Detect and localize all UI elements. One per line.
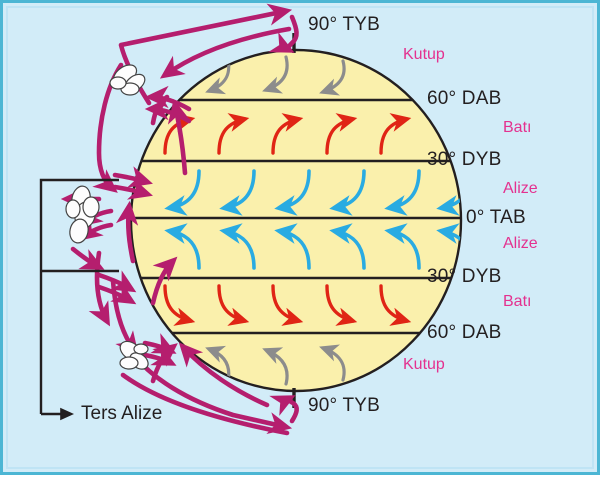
clouds [65,64,149,370]
cell-arrow-itcz-lower [70,246,105,270]
wind-arrow [384,223,421,270]
band-north-trades [164,169,461,216]
wind-arrow [379,284,412,326]
cell-arrow-ferrel-north-top-b [144,97,192,124]
cell-arrow-hadley-north-surf-b [112,178,153,200]
cell-arrow-polar-north-down [268,14,299,53]
cell-arrow-ferrel-north-up [167,98,190,176]
wind-arrow [329,223,366,270]
cloud-icon-south [119,340,149,370]
wind-arrow [219,169,256,216]
wind-arrow [262,347,289,386]
wind-arrow [164,169,201,216]
wind-label-alize-south: Alize [503,235,538,252]
circulation-cells [60,3,299,436]
wind-label-kutup-south: Kutup [403,356,445,373]
lat-label-equator: 0° TAB [466,207,526,228]
ters-alize-label: Ters Alize [81,403,163,424]
cell-arrow-polar-south-up [178,342,270,408]
bracket-upper [39,178,119,414]
wind-arrow [217,113,250,155]
wind-arrow [329,169,366,216]
wind-arrow [319,59,346,96]
wind-arrow [217,284,250,326]
wind-label-bati-south: Batı [503,293,532,310]
lat-label-30n: 30° DYB [427,149,502,170]
globe [129,33,463,408]
wind-arrow [319,344,346,382]
wind-arrow [325,113,358,155]
wind-arrow [325,284,358,326]
cell-arrow-polar-south-tail [120,372,290,436]
cell-arrow-ferrel-north-top-a [144,85,192,112]
wind-arrow [274,169,311,216]
wind-arrow [219,223,256,270]
latitude-lines [131,98,461,335]
cloud-icon-north [109,64,146,96]
wind-arrow [436,169,461,216]
lat-label-90n: 90° TYB [308,14,381,35]
wind-arrow [271,284,304,326]
wind-arrow [379,113,412,155]
wind-arrow [274,223,311,270]
cell-arrow-ferrel-south-up [150,256,178,306]
wind-arrow [436,223,461,270]
cell-arrow-ferrel-south-desc [110,278,139,356]
wind-arrow [164,223,201,270]
lat-label-90s: 90° TYB [308,395,381,416]
wind-arrow [163,284,196,326]
band-south-trades [164,223,461,270]
lat-label-30s: 30° DYB [427,266,502,287]
cell-arrow-polar-south-tip [269,395,299,424]
cell-arrow-hadley-north-equator-up [115,200,139,264]
lat-label-60n: 60° DAB [427,88,502,109]
wind-arrow [262,55,289,94]
wind-arrow [384,169,421,216]
wind-label-kutup-north: Kutup [403,46,445,63]
ters-alize-bracket [39,178,119,421]
wind-label-alize-north: Alize [503,180,538,197]
wind-label-bati-north: Batı [503,119,532,136]
band-south-westerlies [163,284,412,326]
circulation-diagram-canvas [39,3,463,436]
cell-arrow-hadley-south-desc [88,250,111,327]
lat-label-60s: 60° DAB [427,322,502,343]
cell-arrow-polar-north-surface [159,26,292,79]
wind-arrow [271,113,304,155]
cloud-icon-middle [65,185,100,244]
